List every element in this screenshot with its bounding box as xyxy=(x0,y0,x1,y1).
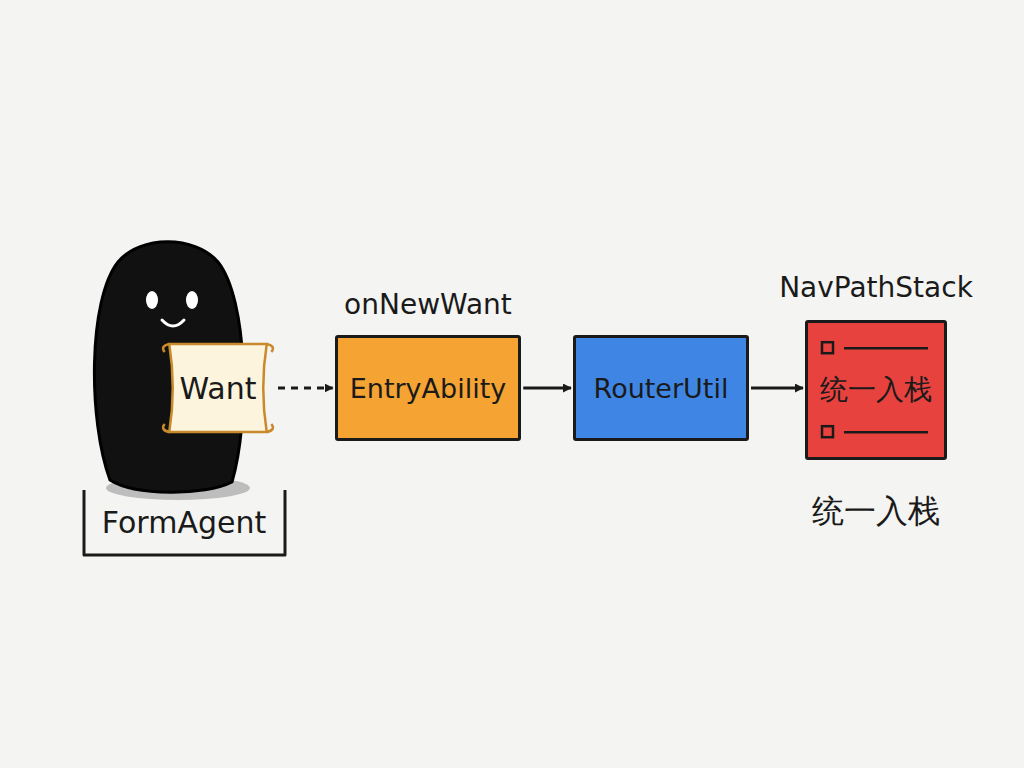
process-box: RouterUtil xyxy=(573,335,749,441)
stack-box: NavPathStack统一入栈 xyxy=(805,320,947,460)
node-text: Want xyxy=(180,371,257,406)
smile xyxy=(162,320,184,326)
node-heading: onNewWant xyxy=(344,288,512,321)
eye xyxy=(186,291,198,309)
label-bracket xyxy=(84,490,285,555)
node-heading: NavPathStack xyxy=(779,271,973,304)
flow-arrow xyxy=(751,387,803,390)
node-text: EntryAbility xyxy=(350,373,507,404)
dashed-arrow xyxy=(278,387,333,390)
scroll-note: Want xyxy=(160,338,276,438)
eye xyxy=(146,291,158,309)
node-text: 统一入栈 xyxy=(820,371,932,409)
flow-arrow xyxy=(523,387,571,390)
component-label: FormAgent xyxy=(102,505,266,540)
caption-label: 统一入栈 xyxy=(812,490,940,534)
process-box: onNewWantEntryAbility xyxy=(335,335,522,441)
node-text: RouterUtil xyxy=(594,373,729,404)
